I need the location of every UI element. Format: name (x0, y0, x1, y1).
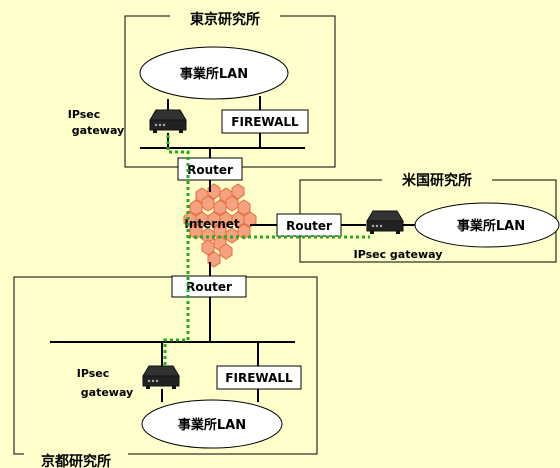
us-title-bg (382, 170, 492, 190)
tokyo-ipsec-gateway-icon (149, 109, 187, 134)
kyoto-lan (141, 399, 283, 449)
us-site-title: 米国研究所 (402, 172, 472, 189)
tokyo-router-label: Router (187, 163, 233, 177)
us-router-label: Router (286, 219, 332, 233)
tokyo-site: 東京研究所 事業所LAN IPsec gateway FIREWALL Rout… (68, 8, 336, 181)
internet-label: Internet (184, 217, 239, 231)
tokyo-title-bg (170, 8, 280, 28)
kyoto-gateway-label-1: IPsec (77, 367, 110, 380)
tokyo-lan (139, 46, 289, 100)
kyoto-gateway-label-2: gateway (81, 386, 133, 399)
us-ipsec-gateway-icon (366, 210, 404, 235)
kyoto-title-bg (24, 452, 128, 468)
tokyo-firewall-label: FIREWALL (231, 115, 299, 129)
us-lan (414, 202, 560, 248)
kyoto-site: Router IPsec gateway FIREWALL 事業所LAN 京都研… (13, 275, 318, 468)
tokyo-firewall (221, 109, 309, 134)
us-site: 米国研究所 Router 事業所LAN IPsec gateway (276, 170, 560, 263)
vpn-tunnel-tokyo-kyoto (163, 135, 190, 366)
us-lan-label: 事業所LAN (457, 218, 525, 234)
kyoto-lan-label: 事業所LAN (178, 417, 246, 433)
kyoto-router-label: Router (186, 280, 232, 294)
us-gateway-label: IPsec gateway (354, 248, 443, 261)
tokyo-gateway-label-1: IPsec (68, 108, 101, 121)
tokyo-lan-label: 事業所LAN (180, 66, 248, 82)
kyoto-firewall-label: FIREWALL (225, 371, 293, 385)
tokyo-site-title: 東京研究所 (190, 11, 260, 28)
tokyo-gateway-label-2: gateway (72, 124, 124, 137)
internet-cloud: Internet (183, 183, 257, 268)
kyoto-site-title: 京都研究所 (41, 453, 111, 468)
kyoto-ipsec-gateway-icon (142, 365, 180, 390)
